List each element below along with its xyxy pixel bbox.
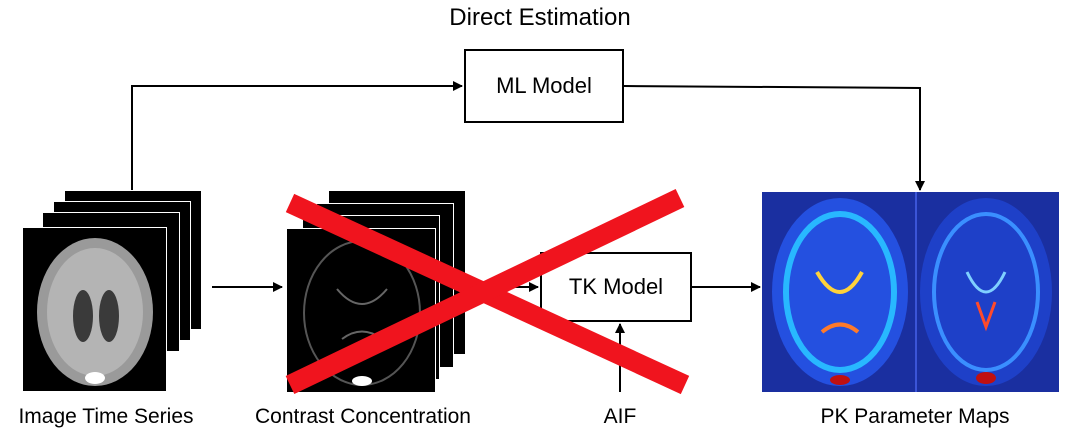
mri-frame — [22, 227, 167, 392]
label-image-time-series: Image Time Series — [18, 405, 194, 428]
red-cross-icon — [285, 188, 690, 395]
arrow-ml-to-pk-maps — [623, 85, 925, 191]
label-pk-parameter-maps: PK Parameter Maps — [820, 405, 1010, 428]
label-aif: AIF — [603, 405, 637, 428]
tk-model-box: TK Model — [540, 252, 692, 322]
pk-parameter-maps — [762, 192, 1059, 392]
ml-model-box: ML Model — [464, 49, 624, 123]
arrow-to-ml-model — [131, 81, 463, 190]
ml-model-label: ML Model — [496, 73, 592, 98]
tk-model-label: TK Model — [568, 274, 664, 299]
diagram-title: Direct Estimation — [449, 4, 631, 31]
label-contrast-concentration: Contrast Concentration — [255, 405, 471, 428]
pk-map-images — [772, 192, 1052, 392]
brain-t1-image — [37, 238, 153, 386]
